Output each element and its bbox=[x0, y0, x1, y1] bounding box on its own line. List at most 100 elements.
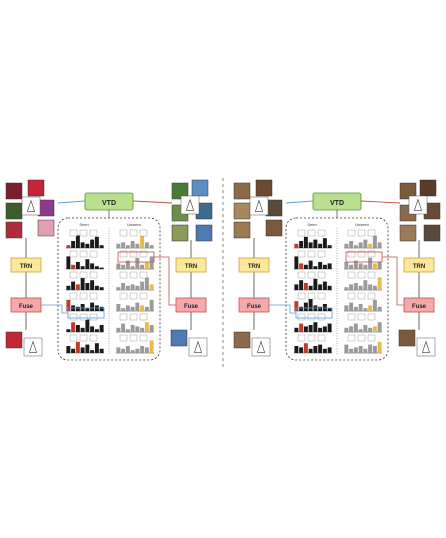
seen-histogram-bar bbox=[308, 260, 313, 269]
right-fuse-label: Fuse bbox=[412, 304, 427, 310]
seen-histogram-bar bbox=[327, 245, 332, 248]
unseen-histogram-bar bbox=[358, 242, 363, 248]
seen-histogram-bar bbox=[308, 242, 313, 248]
unseen-histogram-bar bbox=[149, 325, 154, 332]
unseen-histogram-bar bbox=[125, 245, 130, 248]
seen-histogram-bar bbox=[80, 266, 85, 269]
left-output-photo bbox=[233, 331, 251, 349]
seen-histogram-bar bbox=[294, 243, 299, 248]
unseen-thumb-icon bbox=[119, 313, 128, 321]
seen-thumb-icon bbox=[297, 313, 306, 321]
seen-histogram-bar bbox=[308, 285, 313, 290]
seen-histogram-bar bbox=[75, 325, 80, 332]
left-output-sketch-icon bbox=[28, 340, 38, 353]
unseen-histogram-bar bbox=[140, 264, 145, 269]
unseen-histogram-bar bbox=[377, 277, 382, 290]
seen-histogram-bar bbox=[327, 347, 332, 353]
unseen-histogram-bar bbox=[372, 263, 377, 269]
unseen-histogram-bar bbox=[135, 243, 140, 248]
unseen-thumb-icon bbox=[139, 313, 148, 321]
unseen-histogram-bar bbox=[353, 260, 358, 269]
right-output-photo bbox=[170, 329, 188, 347]
unseen-histogram-bar bbox=[116, 347, 121, 353]
right-center-sketch-icon bbox=[185, 198, 195, 211]
seen-thumb-icon bbox=[89, 271, 98, 279]
seen-thumb-icon bbox=[297, 271, 306, 279]
seen-histogram-bar bbox=[327, 263, 332, 269]
seen-histogram-bar bbox=[318, 344, 323, 353]
seen-thumb-icon bbox=[317, 313, 326, 321]
unseen-histogram-bar bbox=[349, 348, 354, 353]
left-output-sketch-icon-frame bbox=[251, 337, 271, 357]
unseen-histogram-bar bbox=[130, 350, 135, 353]
seen-thumb-icon bbox=[89, 292, 98, 300]
right-output-photo bbox=[398, 329, 416, 347]
unseen-thumb-icon bbox=[129, 334, 138, 342]
seen-histogram-bar bbox=[303, 326, 308, 332]
seen-histogram-bar bbox=[85, 319, 90, 332]
seen-histogram-bar bbox=[322, 264, 327, 269]
seen-thumb-icon bbox=[89, 229, 98, 237]
seen-histogram-bar bbox=[308, 325, 313, 332]
seen-histogram-bar bbox=[303, 283, 308, 290]
left-to-vtd-link bbox=[57, 200, 86, 204]
unseen-histogram-bar bbox=[149, 284, 154, 290]
unseen-histogram-bar bbox=[363, 308, 368, 311]
unseen-histogram-bar bbox=[344, 305, 349, 311]
unseen-histogram-bar bbox=[353, 283, 358, 290]
seen-histogram-bar bbox=[71, 322, 76, 332]
seen-histogram-bar bbox=[313, 346, 318, 353]
seen-thumb-icon bbox=[69, 313, 78, 321]
left-input-photo bbox=[265, 219, 283, 237]
seen-thumb-icon bbox=[297, 292, 306, 300]
seen-histogram-bar bbox=[94, 329, 99, 332]
seen-histogram-bar bbox=[303, 264, 308, 269]
seen-thumb-icon bbox=[79, 250, 88, 258]
left-input-photo bbox=[233, 182, 251, 200]
seen-histogram-bar bbox=[66, 346, 71, 353]
unseen-thumb-icon bbox=[139, 250, 148, 258]
right-trn-label: TRN bbox=[185, 264, 197, 270]
right-output-sketch-icon bbox=[421, 340, 431, 353]
seen-thumb-icon bbox=[307, 271, 316, 279]
seen-thumb-icon bbox=[307, 250, 316, 258]
left-fuse-label: Fuse bbox=[247, 304, 262, 310]
unseen-histogram-bar bbox=[349, 326, 354, 332]
unseen-histogram-bar bbox=[363, 280, 368, 290]
seen-thumb-icon bbox=[69, 292, 78, 300]
unseen-histogram-bar bbox=[377, 306, 382, 311]
unseen-histogram-bar bbox=[125, 346, 130, 353]
unseen-histogram-bar bbox=[130, 306, 135, 311]
unseen-histogram-bar bbox=[140, 346, 145, 353]
unseen-histogram-bar bbox=[349, 241, 354, 248]
unseen-histogram-bar bbox=[135, 326, 140, 332]
unseen-thumb-icon bbox=[129, 292, 138, 300]
seen-histogram-bar bbox=[85, 259, 90, 269]
seen-thumb-icon bbox=[317, 229, 326, 237]
unseen-histogram-bar bbox=[363, 325, 368, 332]
unseen-histogram-bar bbox=[135, 285, 140, 290]
unseen-histogram-bar bbox=[144, 242, 149, 248]
seen-histogram-bar bbox=[80, 347, 85, 353]
seen-histogram-bar bbox=[303, 302, 308, 311]
unseen-histogram-bar bbox=[125, 305, 130, 311]
seen-thumb-icon bbox=[69, 334, 78, 342]
unseen-histogram-bar bbox=[358, 304, 363, 311]
seen-thumb-icon bbox=[69, 250, 78, 258]
unseen-histogram-bar bbox=[353, 347, 358, 353]
unseen-histogram-bar bbox=[344, 344, 349, 353]
seen-histogram-bar bbox=[299, 263, 304, 269]
unseen-histogram-bar bbox=[125, 285, 130, 290]
unseen-thumb-icon bbox=[139, 229, 148, 237]
seen-histogram-bar bbox=[75, 306, 80, 311]
unseen-histogram-bar bbox=[125, 260, 130, 269]
unseen-histogram-bar bbox=[116, 263, 121, 269]
unseen-histogram-bar bbox=[125, 329, 130, 332]
seen-histogram-bar bbox=[318, 262, 323, 269]
seen-histogram-bar bbox=[99, 267, 104, 269]
unseen-histogram-bar bbox=[121, 264, 126, 269]
unseen-histogram-bar bbox=[149, 299, 154, 311]
unseen-histogram-bar bbox=[135, 348, 140, 353]
seen-histogram-bar bbox=[90, 326, 95, 332]
